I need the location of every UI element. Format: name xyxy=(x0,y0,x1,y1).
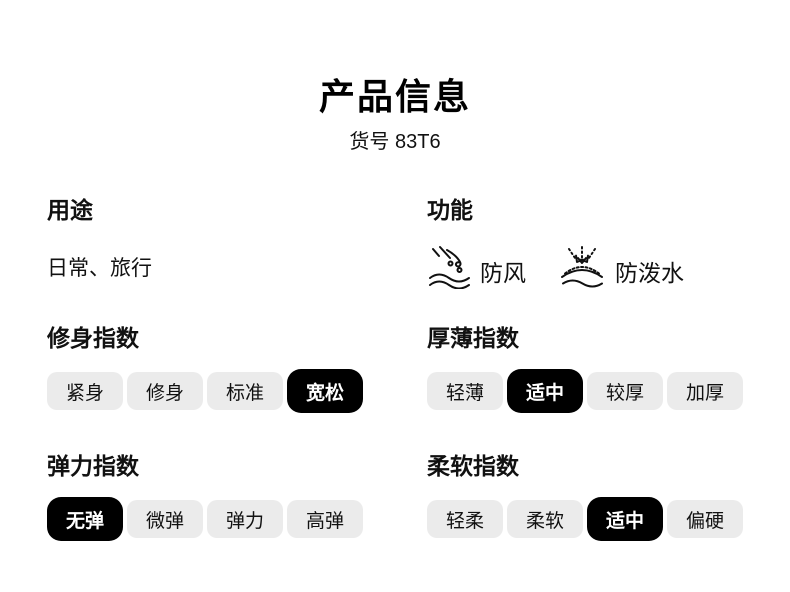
softness-option: 偏硬 xyxy=(667,500,743,538)
features-row: 防风 xyxy=(427,244,790,290)
thickness-option: 较厚 xyxy=(587,372,663,410)
thickness-index-options: 轻薄 适中 较厚 加厚 xyxy=(427,368,790,414)
elasticity-index-options: 无弹 微弹 弹力 高弹 xyxy=(47,496,427,542)
fit-option: 标准 xyxy=(207,372,283,410)
info-grid: 用途 日常、旅行 修身指数 紧身 修身 标准 宽松 弹力指数 无弹 微弹 弹力 … xyxy=(0,198,790,582)
thickness-option: 轻薄 xyxy=(427,372,503,410)
softness-index-heading: 柔软指数 xyxy=(427,453,519,479)
fit-index-options: 紧身 修身 标准 宽松 xyxy=(47,368,427,414)
page-title: 产品信息 xyxy=(318,76,471,117)
fit-option: 紧身 xyxy=(47,372,123,410)
page-header: 产品信息 货号 83T6 xyxy=(0,0,790,154)
feature-windproof-label: 防风 xyxy=(480,260,526,286)
softness-option: 柔软 xyxy=(507,500,583,538)
thickness-option: 加厚 xyxy=(667,372,743,410)
elasticity-option: 微弹 xyxy=(127,500,203,538)
feature-water-repellent: 防泼水 xyxy=(556,245,684,289)
features-heading: 功能 xyxy=(427,197,473,223)
windproof-icon xyxy=(427,245,473,289)
fit-option-selected: 宽松 xyxy=(287,369,363,413)
feature-water-repellent-label: 防泼水 xyxy=(615,260,684,286)
water-repellent-icon xyxy=(556,245,608,289)
usage-value: 日常、旅行 xyxy=(47,257,152,280)
usage-heading: 用途 xyxy=(47,197,93,223)
left-column: 用途 日常、旅行 修身指数 紧身 修身 标准 宽松 弹力指数 无弹 微弹 弹力 … xyxy=(47,198,427,582)
softness-option-selected: 适中 xyxy=(587,497,663,541)
softness-option: 轻柔 xyxy=(427,500,503,538)
elasticity-index-heading: 弹力指数 xyxy=(47,453,139,479)
elasticity-option: 高弹 xyxy=(287,500,363,538)
elasticity-option: 弹力 xyxy=(207,500,283,538)
right-column: 功能 xyxy=(427,198,790,582)
usage-row: 日常、旅行 xyxy=(47,244,427,290)
thickness-option-selected: 适中 xyxy=(507,369,583,413)
elasticity-option-selected: 无弹 xyxy=(47,497,123,541)
fit-index-heading: 修身指数 xyxy=(47,325,139,351)
fit-option: 修身 xyxy=(127,372,203,410)
thickness-index-heading: 厚薄指数 xyxy=(427,325,519,351)
feature-windproof: 防风 xyxy=(427,245,526,289)
item-number: 货号 83T6 xyxy=(349,131,441,153)
softness-index-options: 轻柔 柔软 适中 偏硬 xyxy=(427,496,790,542)
